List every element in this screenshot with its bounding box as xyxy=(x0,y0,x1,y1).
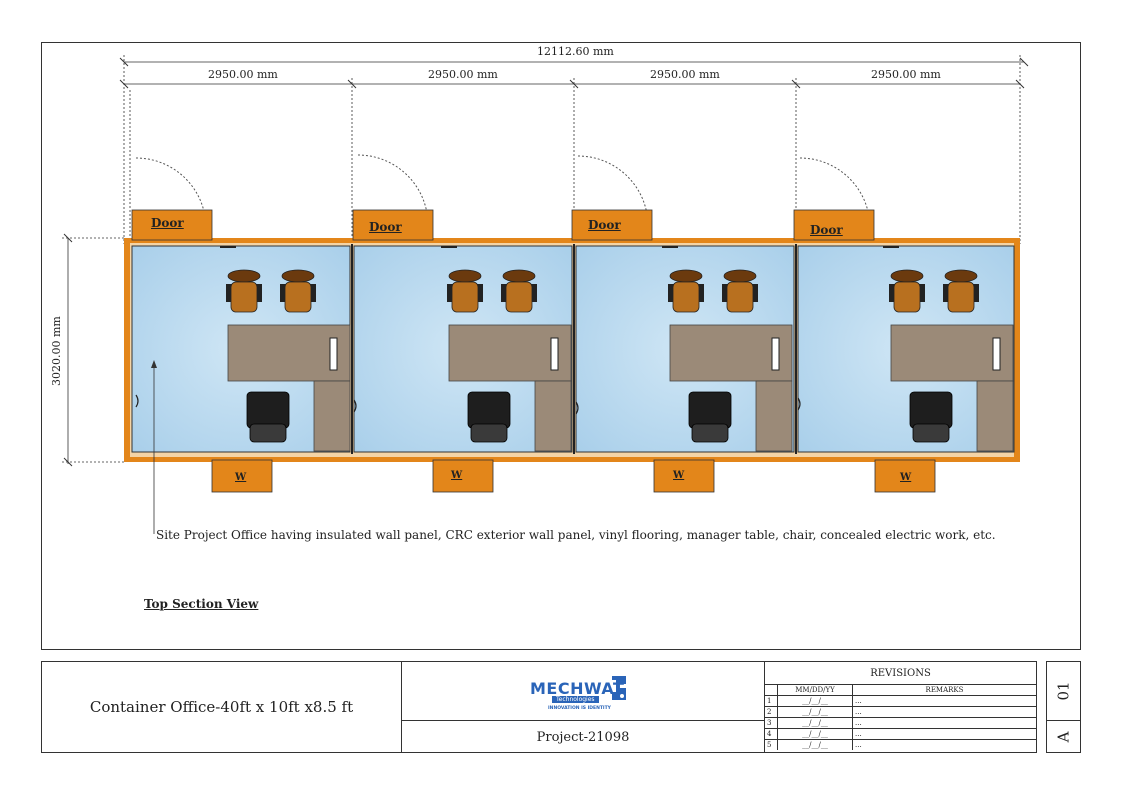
doors xyxy=(131,154,875,241)
visitor-chair xyxy=(230,281,258,313)
desk-return xyxy=(313,380,351,452)
office-chair xyxy=(688,391,732,429)
logo-icon xyxy=(612,676,626,700)
door-label-1: Door xyxy=(151,216,184,230)
segment-dimension-4: 2950.00 mm xyxy=(871,68,941,81)
rev-row: 2 __/__/__ ... xyxy=(765,706,1036,718)
visitor-chair xyxy=(947,281,975,313)
rev-row: 1 __/__/__ ... xyxy=(765,695,1036,707)
hinge-mark xyxy=(797,397,801,411)
sheet-info: 01 A xyxy=(1046,661,1081,753)
chair-arm xyxy=(310,284,316,302)
desk-return xyxy=(976,380,1014,452)
chair-arm xyxy=(889,284,895,302)
office-chair-back xyxy=(470,423,508,443)
office-chair xyxy=(246,391,290,429)
desk-drawer-handle xyxy=(992,337,1001,371)
chair-back xyxy=(502,269,536,283)
desk-drawer-handle xyxy=(550,337,559,371)
visitor-chair xyxy=(451,281,479,313)
visitor-chair xyxy=(284,281,312,313)
hinge-mark xyxy=(135,394,139,408)
chair-back xyxy=(723,269,757,283)
window-label-3: W xyxy=(673,470,685,481)
dimension-ticks xyxy=(63,57,1029,467)
office-chair xyxy=(467,391,511,429)
visitor-chair xyxy=(893,281,921,313)
office-chair-back xyxy=(691,423,729,443)
revisions-grid: MM/DD/YY REMARKS 1 __/__/__ ... 2 __/__/… xyxy=(765,685,1036,750)
chair-arm xyxy=(919,284,925,302)
sheet-size-cell: A xyxy=(1047,720,1080,754)
title-block-logo: MECHWAT Technologies INNOVATION IS IDENT… xyxy=(401,661,765,753)
chair-back xyxy=(448,269,482,283)
title-block-project-name: Container Office-40ft x 10ft x8.5 ft xyxy=(41,661,402,753)
hinge-mark xyxy=(353,399,357,413)
logo-sub: Technologies xyxy=(552,696,599,703)
rev-row: 3 __/__/__ ... xyxy=(765,717,1036,729)
chair-arm xyxy=(698,284,704,302)
rev-col-remarks: REMARKS xyxy=(852,685,1036,696)
chair-arm xyxy=(280,284,286,302)
chair-arm xyxy=(973,284,979,302)
overall-dimension: 12112.60 mm xyxy=(537,45,614,58)
chair-back xyxy=(669,269,703,283)
chair-arm xyxy=(501,284,507,302)
project-name: Container Office-40ft x 10ft x8.5 ft xyxy=(89,698,354,716)
drawing-frame xyxy=(41,42,1081,650)
office-chair xyxy=(909,391,953,429)
view-title: Top Section View xyxy=(144,597,259,611)
revisions-title: REVISIONS xyxy=(765,662,1036,685)
desk-return xyxy=(755,380,793,452)
chair-arm xyxy=(531,284,537,302)
door-label-3: Door xyxy=(588,218,621,232)
chair-back xyxy=(944,269,978,283)
chair-arm xyxy=(256,284,262,302)
logo-cell: MECHWAT Technologies INNOVATION IS IDENT… xyxy=(402,662,764,721)
height-dimension: 3020.00 mm xyxy=(50,316,63,386)
desk-drawer-handle xyxy=(771,337,780,371)
desk-return xyxy=(534,380,572,452)
revisions-table: REVISIONS MM/DD/YY REMARKS 1 __/__/__ ..… xyxy=(764,661,1037,753)
windows xyxy=(211,459,936,493)
sheet-number: 01 xyxy=(1054,681,1073,701)
chair-arm xyxy=(943,284,949,302)
rev-row: 4 __/__/__ ... xyxy=(765,728,1036,740)
chair-arm xyxy=(722,284,728,302)
sheet-size: A xyxy=(1054,731,1073,743)
door-label-4: Door xyxy=(810,223,843,237)
window-label-1: W xyxy=(235,472,247,483)
chair-arm xyxy=(477,284,483,302)
segment-dimension-2: 2950.00 mm xyxy=(428,68,498,81)
segment-dimension-1: 2950.00 mm xyxy=(208,68,278,81)
chair-arm xyxy=(668,284,674,302)
chair-arm xyxy=(447,284,453,302)
desk-drawer-handle xyxy=(329,337,338,371)
spec-note: Site Project Office having insulated wal… xyxy=(156,528,996,542)
rev-col-date: MM/DD/YY xyxy=(777,685,853,696)
visitor-chair xyxy=(726,281,754,313)
visitor-chair xyxy=(672,281,700,313)
chair-back xyxy=(227,269,261,283)
project-number: Project-21098 xyxy=(536,729,630,745)
dimension-lines xyxy=(62,55,1024,464)
visitor-chair xyxy=(505,281,533,313)
window-label-2: W xyxy=(451,470,463,481)
chair-back xyxy=(890,269,924,283)
logo-name: MECHWAT xyxy=(530,679,625,698)
chair-arm xyxy=(752,284,758,302)
window-label-4: W xyxy=(900,472,912,483)
segment-dimension-3: 2950.00 mm xyxy=(650,68,720,81)
chair-back xyxy=(281,269,315,283)
chair-arm xyxy=(226,284,232,302)
floor-plan xyxy=(62,55,1029,534)
office-chair-back xyxy=(249,423,287,443)
rev-row: 5 __/__/__ ... xyxy=(765,739,862,750)
sheet-number-cell: 01 xyxy=(1047,662,1080,721)
door-label-2: Door xyxy=(369,220,402,234)
hinge-mark xyxy=(575,401,579,415)
logo-tagline: INNOVATION IS IDENTITY xyxy=(548,706,611,711)
office-chair-back xyxy=(912,423,950,443)
